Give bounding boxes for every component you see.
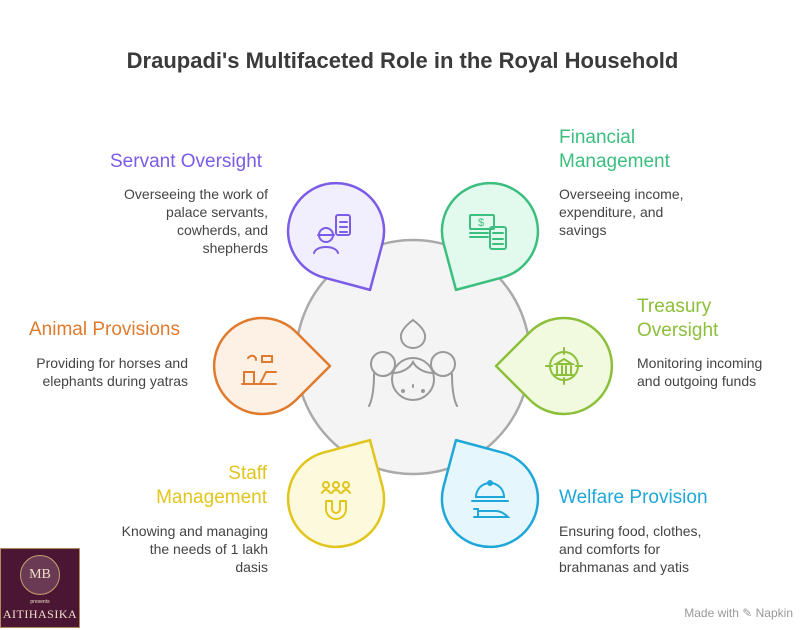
aitihasika-logo: MB presents AITIHASIKA [0, 548, 80, 628]
svg-text:$: $ [478, 217, 484, 229]
role-drop-2 [212, 316, 332, 416]
people-magnet-icon [321, 481, 351, 520]
page-title: Draupadi's Multifaceted Role in the Roya… [126, 48, 679, 73]
worker-clipboard-icon [313, 214, 351, 254]
role-drop-0 [286, 181, 386, 292]
napkin-watermark: Made with ✎ Napkin [684, 606, 793, 620]
role-drop-5 [440, 438, 540, 549]
money-calculator-icon: $ [469, 214, 507, 250]
animal-provisions-title: Animal Provisions [29, 319, 180, 340]
financial-management-title: Financial Management [559, 127, 670, 172]
logo-presents: presents [30, 599, 50, 605]
role-drop-3 [494, 316, 614, 416]
servant-oversight-title: Servant Oversight [110, 151, 263, 172]
bank-target-icon [545, 347, 583, 385]
staff-management-title: Staff Management [156, 463, 267, 508]
role-drop-1: $ [440, 181, 540, 292]
food-cloche-icon [471, 480, 511, 518]
animal-handler-icon [241, 354, 277, 385]
treasury-oversight-title: Treasury Oversight [637, 296, 719, 341]
logo-name: AITIHASIKA [2, 607, 78, 621]
role-drop-4 [286, 438, 386, 549]
welfare-provision-title: Welfare Provision [559, 487, 708, 508]
draupadi-face-icon [368, 318, 458, 407]
logo-monogram: MB [20, 555, 60, 595]
